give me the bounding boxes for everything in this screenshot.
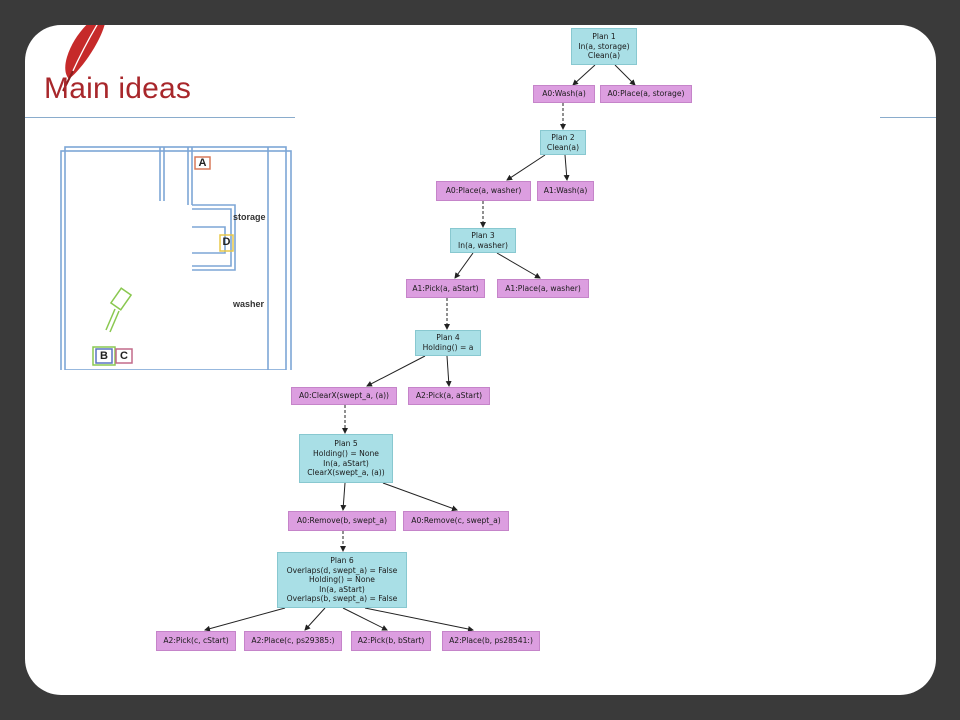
plan-node-text: Plan 5 (334, 439, 358, 449)
action-node-a0-clearx: A0:ClearX(swept_a, (a)) (291, 387, 397, 405)
slide: Main ideas (25, 25, 936, 695)
slide-title: Main ideas (44, 72, 192, 105)
action-node-a2-pick-a: A2:Pick(a, aStart) (408, 387, 490, 405)
plan-node-text: Holding() = None (313, 448, 379, 458)
plan-node-text: Plan 4 (436, 333, 460, 343)
plan-node-6: Plan 6 Overlaps(d, swept_a) = False Hold… (277, 552, 407, 608)
map-box-a-label: A (198, 157, 207, 169)
plan-node-text: In(a, aStart) (323, 458, 369, 468)
action-node-a1-pick: A1:Pick(a, aStart) (406, 279, 485, 298)
plan-node-text: Plan 2 (551, 132, 575, 142)
plan-node-text: In(a, aStart) (319, 584, 365, 594)
map-storage-label: storage (233, 212, 266, 222)
plan-node-text: ClearX(swept_a, (a)) (307, 468, 385, 478)
plan-node-3: Plan 3 In(a, washer) (450, 228, 516, 253)
plan-node-2: Plan 2 Clean(a) (540, 130, 586, 155)
plan-node-text: In(a, storage) (578, 41, 630, 51)
title-divider (25, 117, 295, 118)
world-map-diagram: A D B C storage washer (50, 115, 295, 374)
plan-node-text: Clean(a) (587, 51, 621, 61)
plan-node-text: Plan 1 (592, 32, 616, 42)
plan-node-text: Holding() = a (422, 343, 474, 352)
action-node-a2-pick-b: A2:Pick(b, bStart) (351, 631, 431, 651)
action-node-a0-remove-c: A0:Remove(c, swept_a) (403, 511, 509, 531)
plan-node-text: Overlaps(d, swept_a) = False (286, 565, 398, 575)
action-node-a0-place-storage: A0:Place(a, storage) (600, 85, 692, 103)
plan-node-text: In(a, washer) (458, 240, 508, 250)
map-box-d-label: D (222, 236, 231, 248)
plan-node-text: Overlaps(b, swept_a) = False (286, 594, 398, 604)
title-divider-right (880, 117, 936, 118)
plan-node-1: Plan 1 In(a, storage) Clean(a) (571, 28, 637, 65)
plan-node-text: Plan 3 (471, 230, 495, 240)
world-map-walls (60, 146, 292, 374)
plan-node-5: Plan 5 Holding() = None In(a, aStart) Cl… (299, 434, 393, 483)
plan-tree-edges (204, 64, 636, 632)
map-box-b-label: B (100, 350, 108, 362)
plan-node-text: Plan 6 (330, 556, 354, 566)
map-washer-label: washer (233, 299, 265, 309)
action-node-a0-remove-b: A0:Remove(b, swept_a) (288, 511, 396, 531)
action-node-a2-pick-c: A2:Pick(c, cStart) (156, 631, 236, 651)
quill-feather-icon (62, 25, 105, 92)
action-node-a0-place-washer: A0:Place(a, washer) (436, 181, 531, 201)
plan-node-text: Clean(a) (546, 142, 580, 152)
action-node-a2-place-b: A2:Place(b, ps28541:) (442, 631, 540, 651)
plan-node-4: Plan 4 Holding() = a (415, 330, 481, 356)
action-node-a0-wash: A0:Wash(a) (533, 85, 595, 103)
plan-node-text: Holding() = None (309, 575, 375, 585)
action-node-a1-wash: A1:Wash(a) (537, 181, 594, 201)
action-node-a2-place-c: A2:Place(c, ps29385:) (244, 631, 342, 651)
action-node-a1-place-washer: A1:Place(a, washer) (497, 279, 589, 298)
map-box-c-label: C (120, 350, 128, 362)
